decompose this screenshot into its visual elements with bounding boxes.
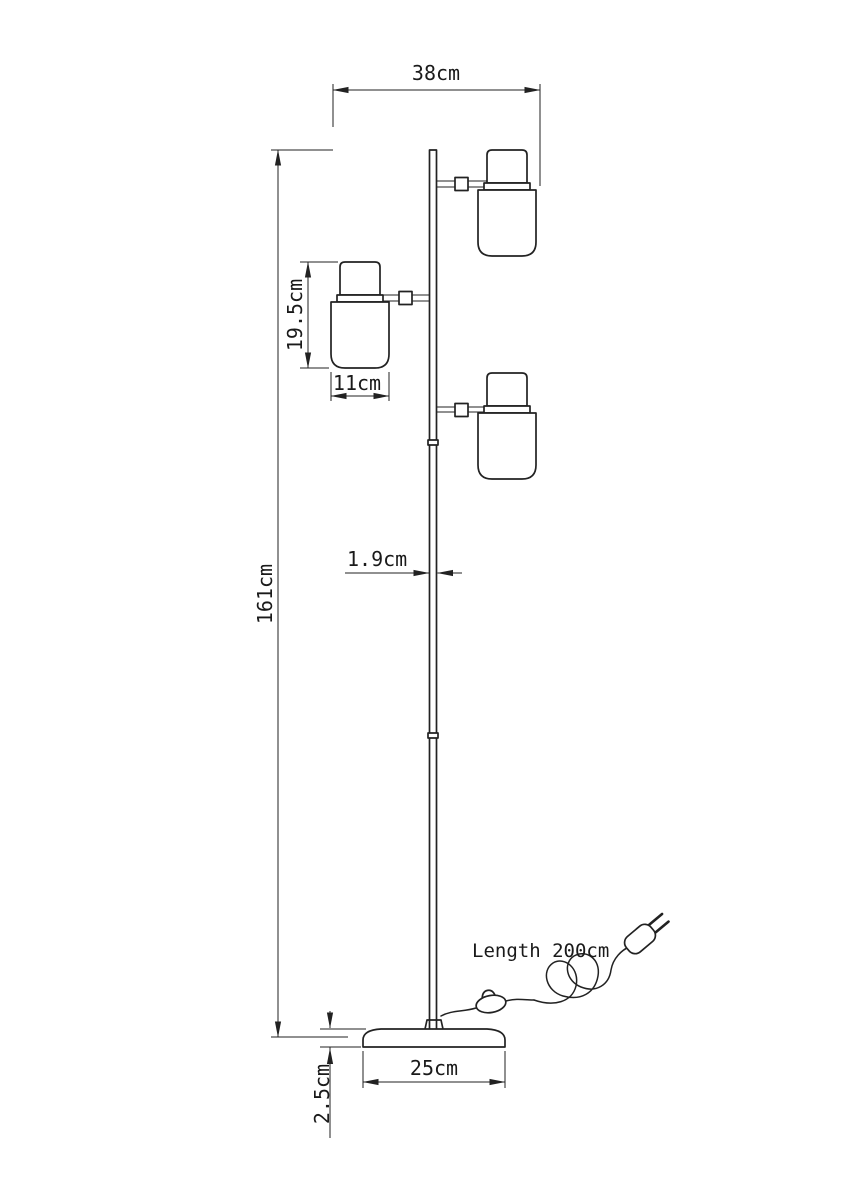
lamp-base bbox=[362, 1019, 506, 1048]
shade-flange bbox=[483, 405, 531, 414]
power-plug bbox=[623, 912, 670, 955]
dim-label-shade-width: 11cm bbox=[333, 371, 381, 395]
power-cord: Length 200cm bbox=[440, 912, 670, 1017]
shade-flange bbox=[483, 182, 531, 191]
dim-total-height: 161cm bbox=[253, 149, 348, 1038]
shade-socket bbox=[486, 372, 528, 407]
pole-joint-upper bbox=[427, 439, 439, 446]
lamp-pole bbox=[427, 149, 439, 1031]
dim-label-shade-height: 19.5cm bbox=[283, 279, 307, 351]
dim-base-diameter: 25cm bbox=[362, 1051, 506, 1088]
shade-flange bbox=[336, 294, 384, 303]
plug-prong bbox=[654, 920, 670, 934]
shade-socket bbox=[486, 149, 528, 184]
dim-label-pole-diameter: 1.9cm bbox=[347, 547, 407, 571]
shade-socket bbox=[339, 261, 381, 296]
lamp-shade-middle bbox=[330, 261, 390, 369]
dim-label-base-height: 2.5cm bbox=[310, 1064, 334, 1124]
dim-shade-width: 11cm bbox=[330, 371, 390, 401]
dim-arm-span: 38cm bbox=[332, 61, 541, 186]
inline-switch bbox=[475, 989, 507, 1014]
cord-coil bbox=[533, 946, 630, 1004]
cord-length-label: Length 200cm bbox=[472, 940, 609, 962]
plug-prong bbox=[647, 912, 664, 927]
dim-label-arm-span: 38cm bbox=[412, 61, 460, 85]
plug-body bbox=[623, 923, 657, 955]
lamp-shade-top bbox=[477, 149, 537, 257]
lamp-arm-bottom bbox=[436, 402, 487, 418]
dim-base-height: 2.5cm bbox=[310, 1011, 366, 1138]
shade-bell bbox=[477, 189, 537, 257]
dim-label-total-height: 161cm bbox=[253, 564, 277, 624]
lamp-shade-bottom bbox=[477, 372, 537, 480]
shade-bell bbox=[477, 412, 537, 480]
lamp-arm-middle bbox=[383, 290, 430, 306]
base-collar bbox=[424, 1019, 444, 1030]
lamp-arm-top bbox=[436, 176, 487, 192]
dim-label-base-diameter: 25cm bbox=[410, 1056, 458, 1080]
shade-bell bbox=[330, 301, 390, 369]
dim-shade-height: 19.5cm bbox=[283, 261, 338, 369]
pole-joint-lower bbox=[427, 732, 439, 739]
dim-pole-diameter: 1.9cm bbox=[345, 547, 462, 577]
